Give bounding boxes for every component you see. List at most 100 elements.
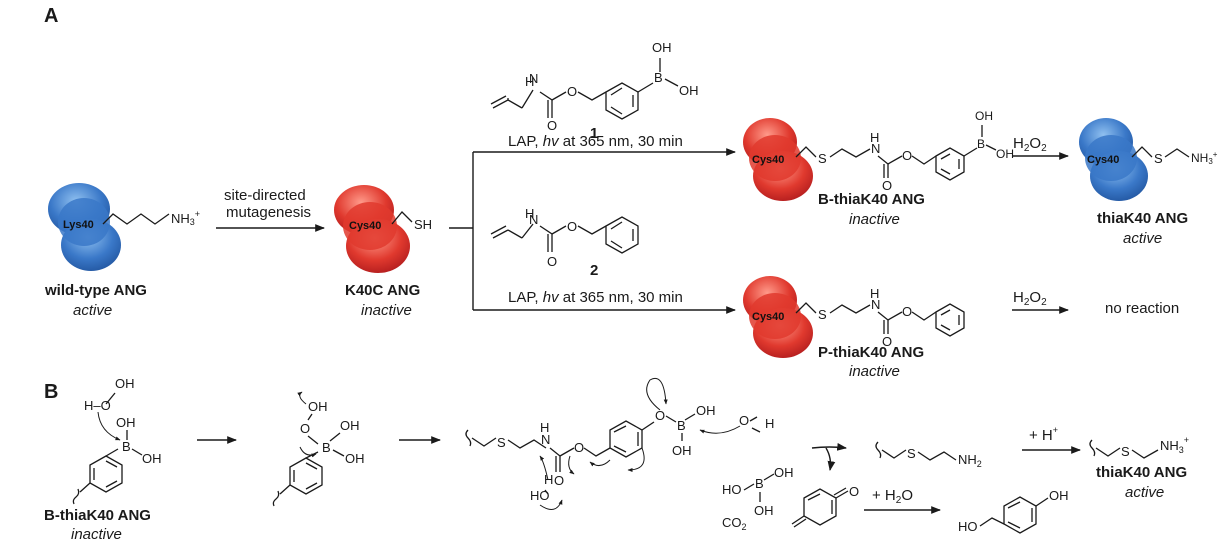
svg-text:OH: OH — [1049, 488, 1069, 503]
svg-text:H: H — [540, 420, 549, 435]
pthia-protein: Cys40 — [743, 276, 813, 358]
svg-text:B: B — [322, 440, 331, 455]
wildtype-protein: Lys40 — [48, 183, 121, 271]
ammonium-product: S NH3+ — [1089, 435, 1189, 459]
svg-text:N: N — [871, 141, 880, 156]
svg-text:OH: OH — [142, 451, 162, 466]
step3-structure: S H N O O O B OH OH H O HO H — [465, 378, 774, 510]
k40c-site-label: Cys40 — [349, 220, 381, 232]
thia-state: active — [1123, 230, 1162, 247]
svg-text:H: H — [870, 286, 879, 301]
svg-text:O: O — [849, 484, 859, 499]
no-reaction-label: no reaction — [1105, 300, 1179, 317]
mutagenesis-label-2: mutagenesis — [226, 204, 311, 221]
svg-text:OH: OH — [996, 147, 1014, 161]
svg-text:S: S — [1121, 444, 1130, 459]
b-arrow-3-branch — [825, 447, 836, 471]
svg-text:N: N — [871, 297, 880, 312]
svg-text:S: S — [818, 307, 827, 322]
svg-text:OH: OH — [308, 399, 328, 414]
thia-site-label: Cys40 — [1087, 154, 1119, 166]
svg-text:OH: OH — [345, 451, 365, 466]
k40c-name: K40C ANG — [345, 282, 420, 299]
svg-text:OH: OH — [975, 109, 993, 123]
k40c-protein: Cys40 — [334, 185, 410, 273]
mutagenesis-label-1: site-directed — [224, 187, 306, 204]
svg-text:O: O — [739, 413, 749, 428]
svg-text:H: H — [544, 472, 553, 487]
co2-label: CO2 — [722, 515, 747, 532]
step2-structure: OH O B OH OH — [272, 391, 365, 507]
svg-text:B: B — [677, 418, 686, 433]
bthia-name: B-thiaK40 ANG — [818, 191, 925, 208]
svg-text:OH: OH — [672, 443, 692, 458]
pthia-name: P-thiaK40 ANG — [818, 344, 924, 361]
svg-text:OH: OH — [340, 418, 360, 433]
svg-text:OH: OH — [774, 465, 794, 480]
svg-text:H: H — [525, 206, 534, 221]
svg-text:H: H — [765, 416, 774, 431]
cysteine-chain — [391, 211, 413, 225]
svg-text:O: O — [574, 440, 584, 455]
bthia-site-label: Cys40 — [752, 154, 784, 166]
wildtype-site-label: Lys40 — [63, 219, 94, 231]
h2o2-label-top: H2O2 — [1013, 135, 1047, 154]
b-end-state: active — [1125, 484, 1164, 501]
svg-text:OH: OH — [116, 415, 136, 430]
b-end-name: thiaK40 ANG — [1096, 464, 1187, 481]
wildtype-name: wild-type ANG — [44, 282, 147, 299]
svg-text:B: B — [122, 439, 131, 454]
svg-text:H–O: H–O — [84, 398, 111, 413]
svg-text:O: O — [567, 84, 577, 99]
svg-text:O: O — [554, 473, 564, 488]
svg-text:OH: OH — [115, 376, 135, 391]
svg-text:O: O — [655, 408, 665, 423]
svg-text:OH: OH — [679, 83, 699, 98]
compound-2-structure: H N O O — [490, 206, 639, 269]
panel-label-b: B — [44, 381, 58, 403]
thia-name: thiaK40 ANG — [1097, 210, 1188, 227]
svg-text:O: O — [547, 254, 557, 269]
svg-text:S: S — [1154, 151, 1163, 166]
svg-text:OH: OH — [754, 503, 774, 518]
lap-label-bottom: LAP, hv at 365 nm, 30 min — [508, 289, 683, 306]
panel-label-a: A — [44, 5, 58, 27]
thia-nh3-label: NH3+ — [1191, 150, 1218, 166]
wildtype-state: active — [73, 302, 112, 319]
svg-text:OH: OH — [696, 403, 716, 418]
final-nh3-label: NH3+ — [1160, 435, 1189, 455]
b-arrow-3 — [811, 443, 847, 451]
svg-text:N: N — [529, 71, 538, 86]
compound-1-number: 1 — [590, 125, 598, 142]
svg-text:B: B — [755, 476, 764, 491]
svg-text:H: H — [525, 74, 534, 89]
nh2-label: NH2 — [958, 452, 982, 469]
bthia-protein: Cys40 — [743, 118, 813, 201]
compound-2-number: 2 — [590, 262, 598, 279]
svg-text:HO: HO — [958, 519, 978, 534]
svg-text:HO: HO — [530, 488, 550, 503]
k40c-state: inactive — [361, 302, 412, 319]
k40c-sh-label: SH — [414, 217, 432, 232]
amine-product: S NH2 — [875, 441, 982, 469]
bthia-state: inactive — [849, 211, 900, 228]
lysine-chain — [102, 213, 170, 225]
compound-1-structure: H H N O O B OH OH — [490, 40, 699, 133]
svg-text:S: S — [818, 151, 827, 166]
svg-text:O: O — [882, 178, 892, 193]
h2o2-label-bottom: H2O2 — [1013, 289, 1047, 308]
c1-carbonyl-o: O — [547, 118, 557, 133]
svg-text:O: O — [882, 334, 892, 349]
step1-structure: OH OH H–O OH B OH — [72, 376, 162, 505]
plus-h-label: + H+ — [1029, 425, 1058, 444]
svg-text:O: O — [300, 421, 310, 436]
svg-text:H: H — [870, 130, 879, 145]
thia-protein: Cys40 — [1079, 118, 1148, 201]
svg-text:O: O — [902, 304, 912, 319]
svg-text:B: B — [654, 70, 663, 85]
wildtype-nh3-label: NH3+ — [171, 209, 200, 227]
plus-h2o-label: + H2O — [872, 487, 913, 506]
quinone-methide: O — [791, 484, 859, 528]
lap-label-top: LAP, hv at 365 nm, 30 min — [508, 133, 683, 150]
